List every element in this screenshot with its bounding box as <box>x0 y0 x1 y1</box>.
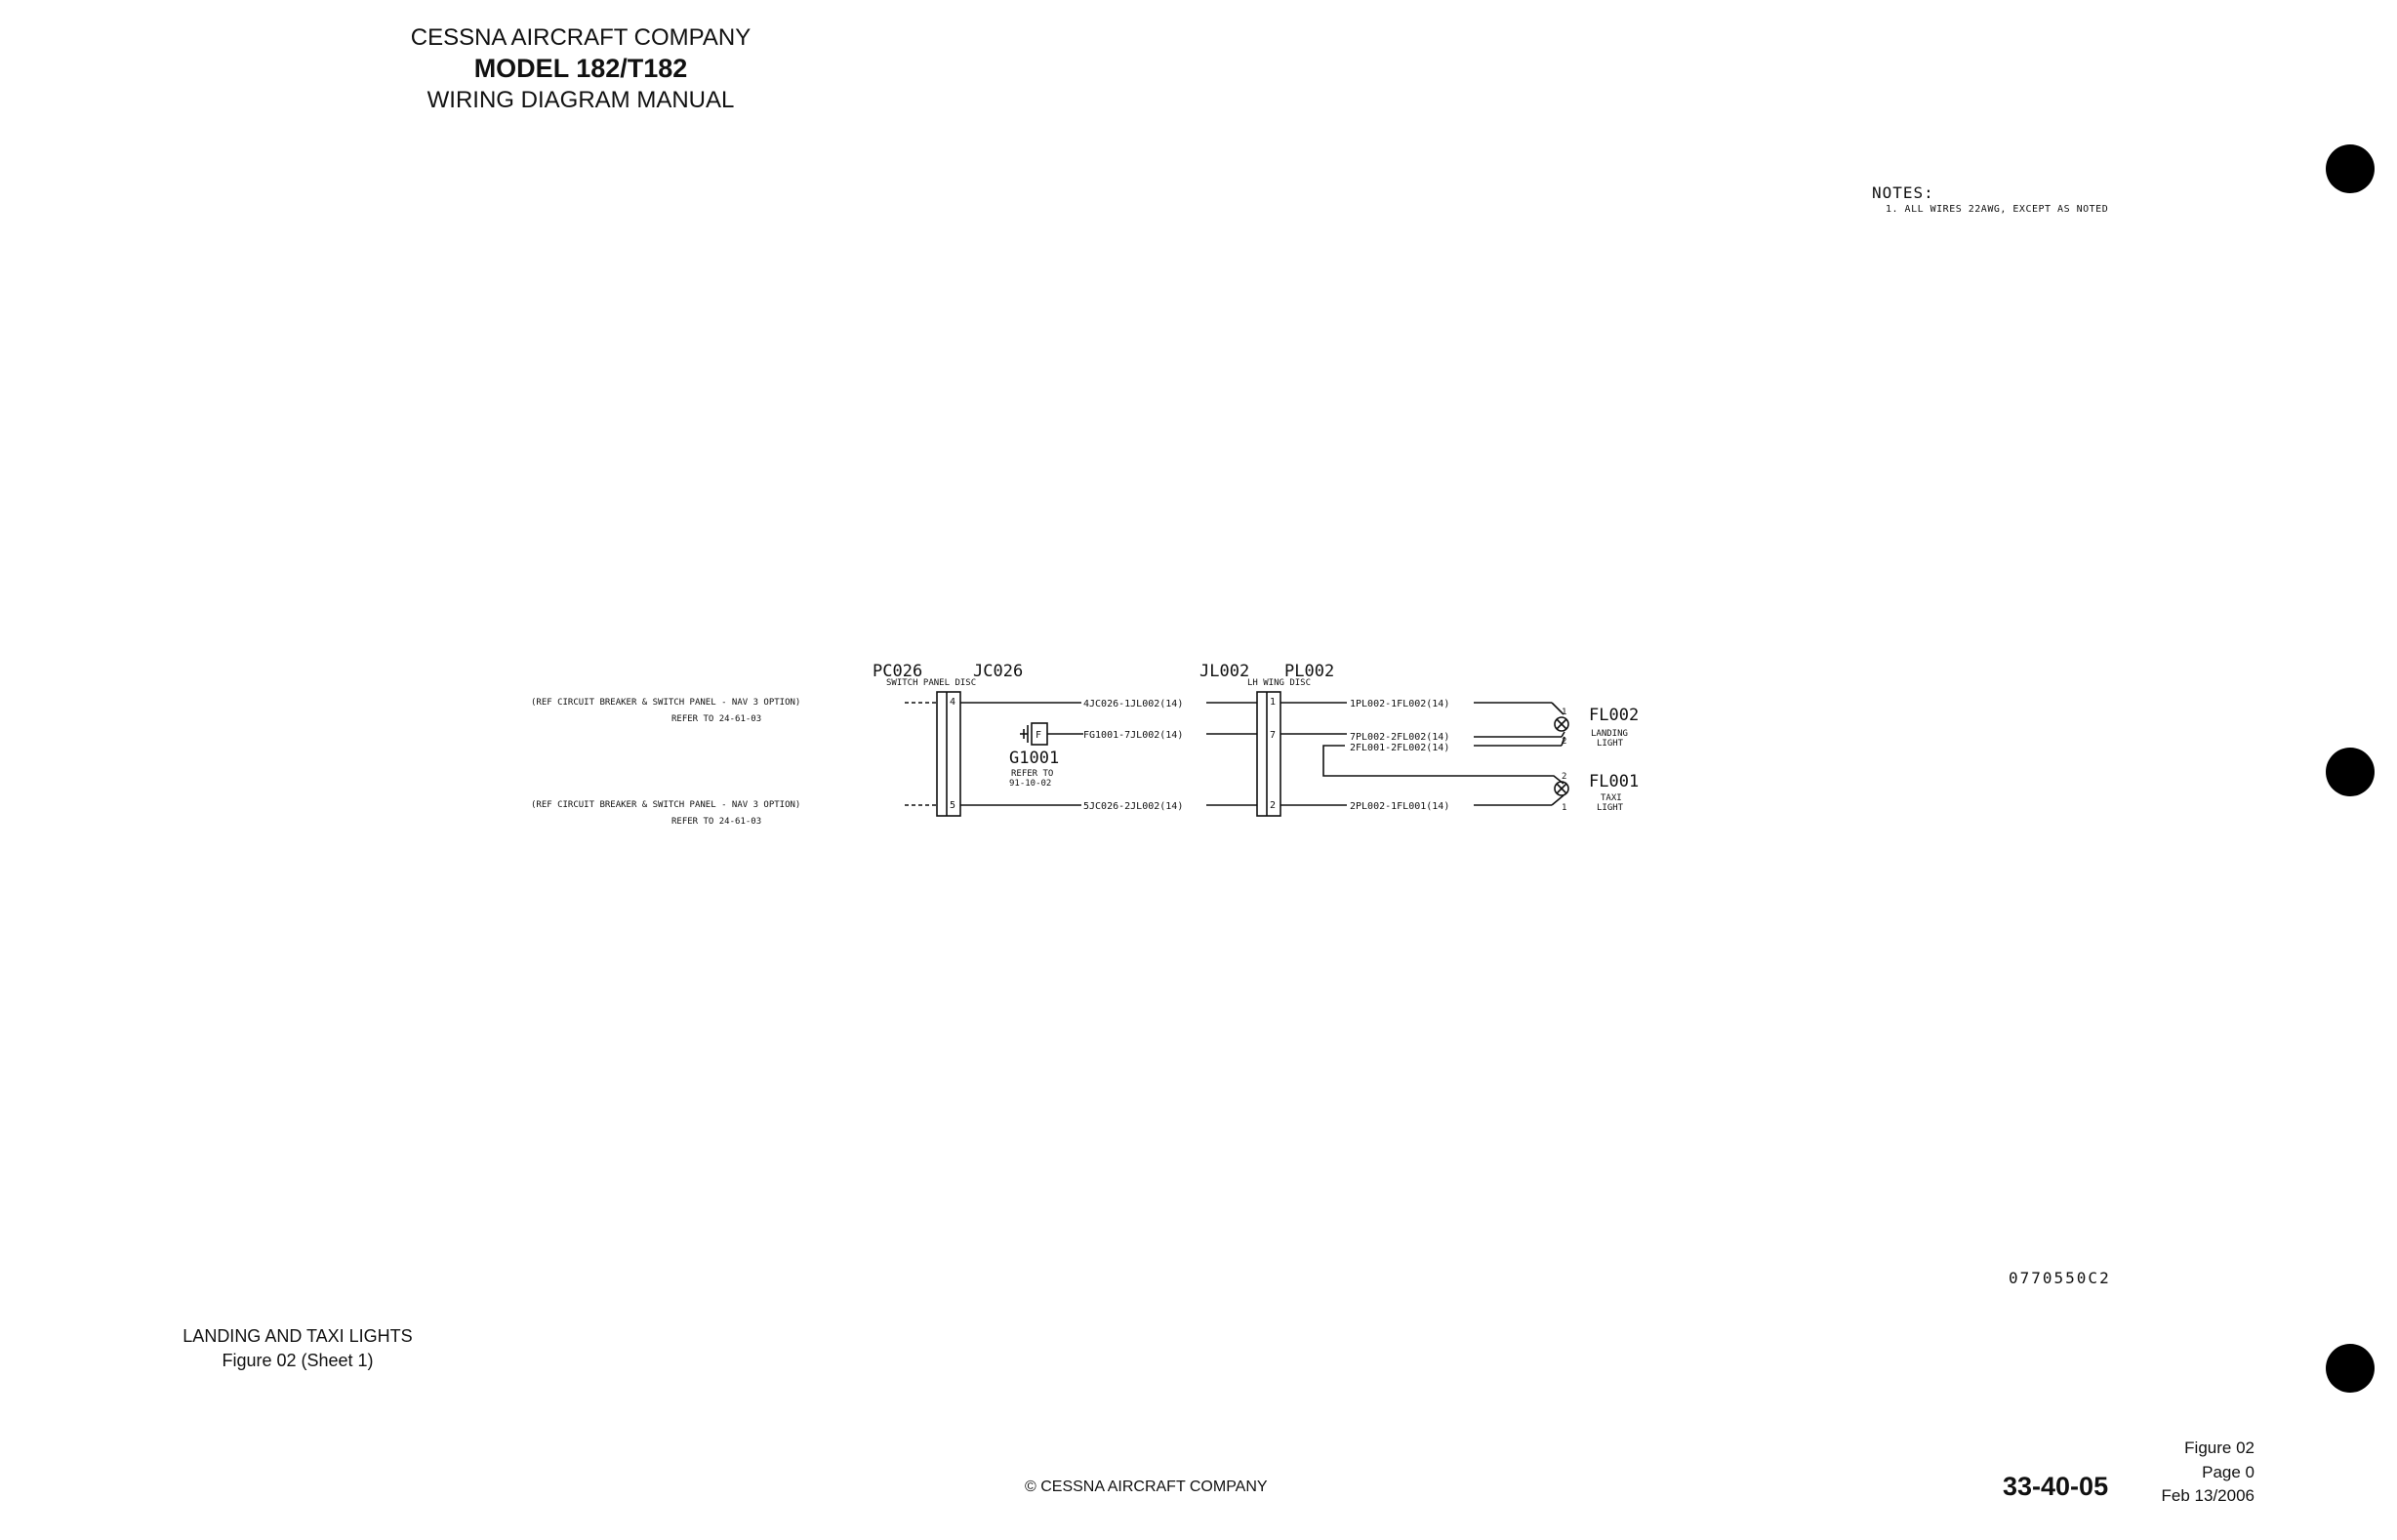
revision-date: Feb 13/2006 <box>2161 1486 2255 1506</box>
binder-hole-bottom <box>2326 1344 2375 1393</box>
wire-label: 1PL002-1FL002(14) <box>1350 699 1449 709</box>
lamp-pin: 2 <box>1562 772 1566 782</box>
figure-info: Figure 02 Page 0 Feb 13/2006 <box>2128 1437 2255 1509</box>
switch-panel-label: SWITCH PANEL DISC <box>886 678 976 688</box>
landing-light-label-2: LIGHT <box>1597 739 1624 749</box>
lamp-pin: 2 <box>1562 737 1566 747</box>
wire-label: 4JC026-1JL002(14) <box>1083 699 1183 709</box>
connector-block-jl002 <box>1256 691 1281 817</box>
taxi-light-lamp <box>1554 781 1569 796</box>
connector-pc026-label: PC026 <box>873 662 922 681</box>
copyright: © CESSNA AIRCRAFT COMPANY <box>1025 1479 1268 1495</box>
note-item: 1. ALL WIRES 22AWG, EXCEPT AS NOTED <box>1886 204 2109 215</box>
notes-title: NOTES: <box>1872 183 1934 202</box>
section-number: 33-40-05 <box>2003 1472 2109 1501</box>
manual-name: WIRING DIAGRAM MANUAL <box>427 86 735 113</box>
lamp-pin: 1 <box>1562 708 1566 717</box>
taxi-light-label-1: TAXI <box>1601 793 1622 803</box>
pin-number: 5 <box>950 800 955 811</box>
notes-block: NOTES: 1. ALL WIRES 22AWG, EXCEPT AS NOT… <box>1872 183 2108 215</box>
connector-pl002-label: PL002 <box>1284 662 1334 681</box>
connector-jc026-label: JC026 <box>973 662 1023 681</box>
ground-g1001 <box>1020 722 1083 746</box>
wire-label: FG1001-7JL002(14) <box>1083 730 1183 741</box>
lamp-pin: 1 <box>1562 803 1566 813</box>
ground-id: G1001 <box>1009 749 1059 768</box>
landing-light-lamp <box>1554 716 1569 732</box>
landing-light-label-1: LANDING <box>1591 729 1628 739</box>
ref-circuit-breaker-1: (REF CIRCUIT BREAKER & SWITCH PANEL - NA… <box>531 698 800 708</box>
wire-label: 5JC026-2JL002(14) <box>1083 801 1183 812</box>
figure-caption-title: LANDING AND TAXI LIGHTS <box>183 1326 413 1346</box>
taxi-light-label-2: LIGHT <box>1597 803 1624 813</box>
connector-block-pc026 <box>936 691 961 817</box>
drawing-number: 0770550C2 <box>2009 1269 2111 1287</box>
company-name: CESSNA AIRCRAFT COMPANY <box>410 24 752 51</box>
wire-segment <box>1551 794 1564 806</box>
wire-segment <box>1551 702 1564 715</box>
wire-label: 7PL002-2FL002(14) <box>1350 732 1449 743</box>
jumper-wire <box>1322 745 1564 785</box>
pin-number: 2 <box>1270 800 1276 811</box>
pin-number: 1 <box>1270 697 1276 708</box>
landing-light-id: FL002 <box>1589 706 1639 725</box>
model-name: MODEL 182/T182 <box>473 54 688 83</box>
ground-ref-2: 91-10-02 <box>1009 779 1051 789</box>
ground-ref-1: REFER TO <box>1011 769 1053 779</box>
connector-jl002-label: JL002 <box>1199 662 1249 681</box>
pin-number: 4 <box>950 697 955 708</box>
wire-segment <box>1561 736 1565 747</box>
ref-circuit-breaker-2-sub: REFER TO 24-61-03 <box>671 817 761 827</box>
figure-caption: LANDING AND TAXI LIGHTS Figure 02 (Sheet… <box>146 1324 449 1373</box>
wire-label: 2PL002-1FL001(14) <box>1350 801 1449 812</box>
ref-circuit-breaker-1-sub: REFER TO 24-61-03 <box>671 714 761 724</box>
ground-box-label: F <box>1036 730 1041 741</box>
ref-circuit-breaker-2: (REF CIRCUIT BREAKER & SWITCH PANEL - NA… <box>531 800 800 810</box>
lh-wing-label: LH WING DISC <box>1247 678 1311 688</box>
binder-hole-top <box>2326 144 2375 193</box>
page-number: Page 0 <box>2202 1462 2255 1481</box>
binder-hole-middle <box>2326 748 2375 796</box>
wire-segment <box>1561 731 1565 738</box>
figure-caption-sheet: Figure 02 (Sheet 1) <box>222 1351 374 1371</box>
taxi-light-id: FL001 <box>1589 772 1639 791</box>
pin-number: 7 <box>1270 730 1276 741</box>
figure-number: Figure 02 <box>2184 1439 2255 1457</box>
wire-label: 2FL001-2FL002(14) <box>1350 743 1449 753</box>
manual-header: CESSNA AIRCRAFT COMPANY MODEL 182/T182 W… <box>371 23 791 115</box>
